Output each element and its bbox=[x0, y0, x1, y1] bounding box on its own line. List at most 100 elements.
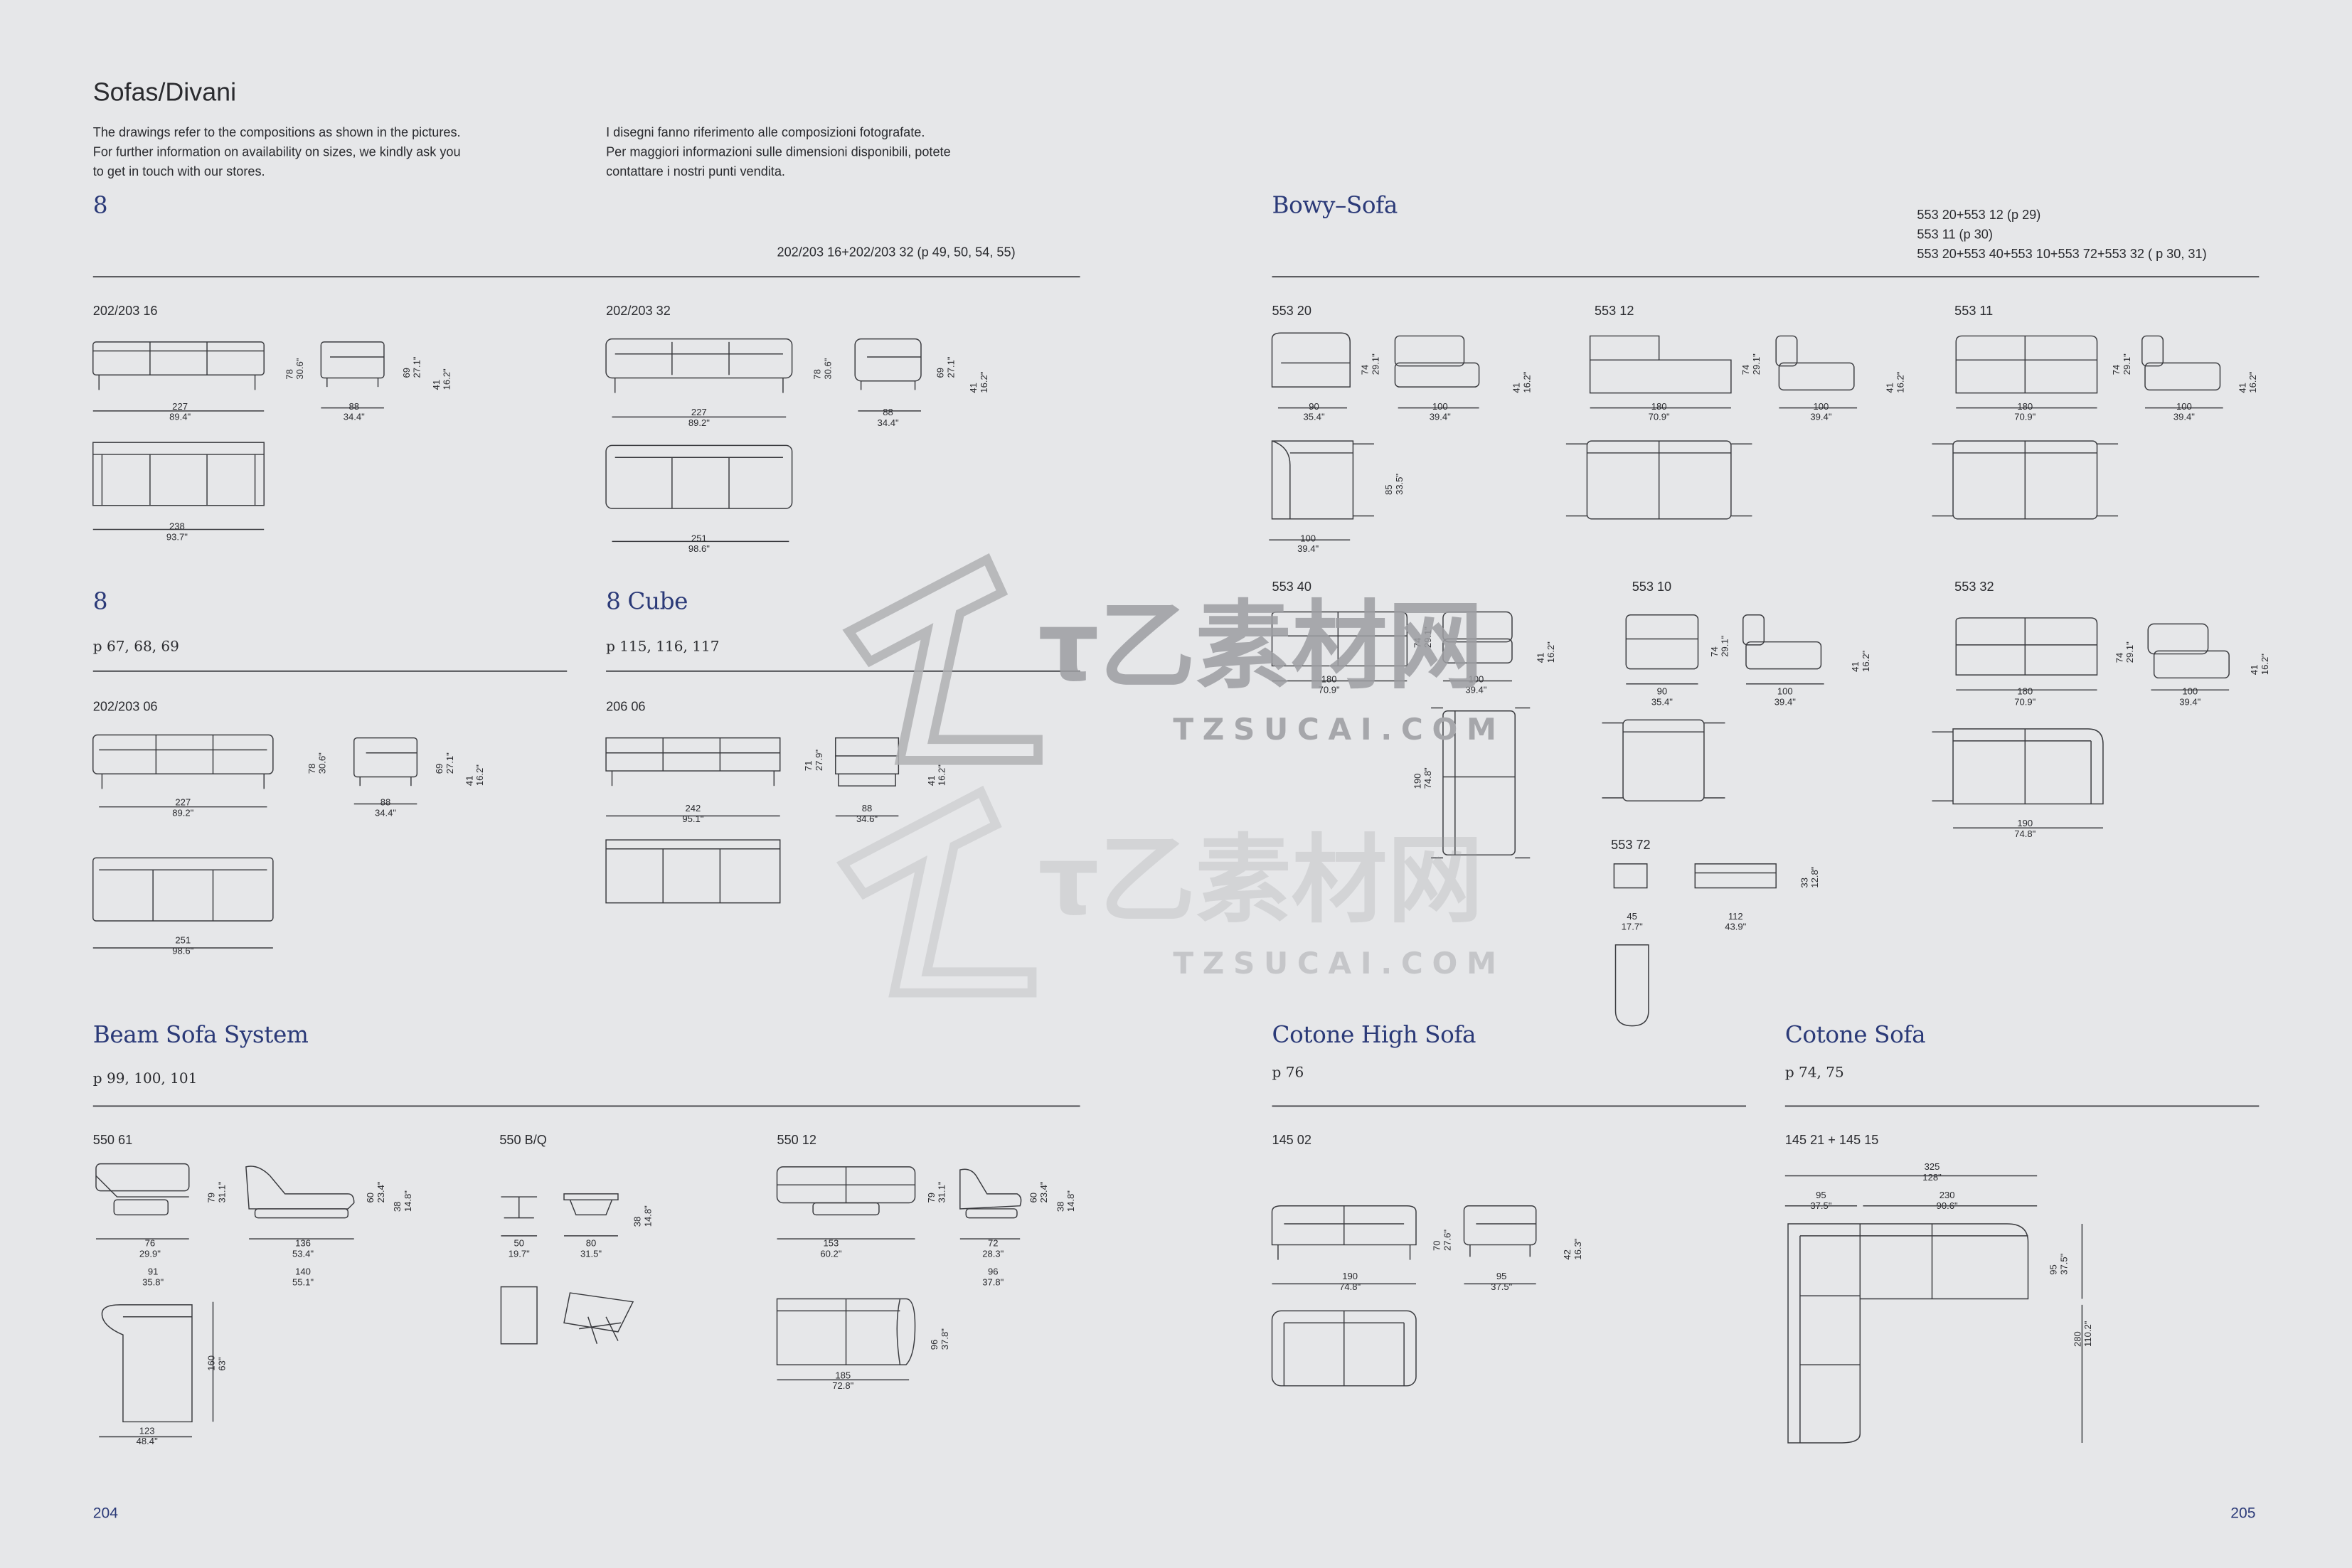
module-top-drawing bbox=[1932, 728, 2104, 828]
section-title-8-cube: 8 Cube bbox=[606, 587, 688, 615]
model-code: 550 B/Q bbox=[499, 1132, 547, 1148]
sofa-side-drawing bbox=[353, 737, 418, 805]
module-front-drawing bbox=[1955, 617, 2098, 690]
module-top-drawing bbox=[1269, 440, 1374, 541]
sofa-top-drawing bbox=[605, 444, 793, 543]
model-code: 145 21 + 145 15 bbox=[1784, 1132, 1879, 1148]
section-rule bbox=[92, 1105, 1080, 1107]
sofa-top-drawing bbox=[1271, 1310, 1417, 1387]
sofa-front-drawing bbox=[92, 734, 274, 808]
table-top-drawing bbox=[500, 1286, 634, 1345]
module-side-drawing bbox=[1742, 614, 1824, 685]
sofa-side-drawing bbox=[320, 341, 385, 409]
model-code: 202/203 06 bbox=[92, 698, 158, 714]
page-references: p 67, 68, 69 bbox=[92, 639, 179, 656]
module-front-drawing bbox=[1589, 335, 1732, 409]
intro-it-line: Per maggiori informazioni sulle dimensio… bbox=[606, 144, 951, 159]
model-code: 202/203 32 bbox=[606, 303, 671, 319]
ref-line: 553 20+553 12 (p 29) bbox=[1917, 207, 2041, 223]
watermark-logo-icon bbox=[834, 780, 1059, 1013]
ottoman-front-drawing bbox=[1613, 863, 1777, 889]
model-code: 145 02 bbox=[1272, 1132, 1311, 1148]
watermark-brand: τ乙素材网 bbox=[1038, 592, 1484, 704]
page-number-left: 204 bbox=[92, 1505, 118, 1522]
intro-it-line: I disegni fanno riferimento alle composi… bbox=[606, 124, 925, 140]
module-side-drawing bbox=[1775, 335, 1858, 409]
chaise-front-drawing bbox=[95, 1163, 190, 1239]
ref-line: 553 20+553 40+553 10+553 72+553 32 ( p 3… bbox=[1917, 245, 2207, 261]
sofa-top-drawing bbox=[776, 1298, 916, 1381]
model-code: 553 10 bbox=[1632, 579, 1672, 594]
sofa-top-drawing bbox=[92, 857, 274, 949]
intro-it-line: contattare i nostri punti vendita. bbox=[606, 163, 785, 178]
module-top-drawing bbox=[1431, 707, 1531, 859]
model-code: 553 20 bbox=[1272, 303, 1311, 319]
page-references: p 115, 116, 117 bbox=[606, 639, 720, 656]
sofa-side-drawing bbox=[959, 1168, 1022, 1239]
module-top-drawing bbox=[1602, 719, 1725, 801]
page-references: p 74, 75 bbox=[1784, 1065, 1844, 1082]
module-front-drawing bbox=[1955, 335, 2098, 409]
model-code: 553 32 bbox=[1954, 579, 1994, 594]
page-references: p 99, 100, 101 bbox=[92, 1070, 198, 1088]
sofa-front-drawing bbox=[92, 341, 265, 412]
model-code: 550 12 bbox=[777, 1132, 816, 1148]
page-references: p 76 bbox=[1272, 1065, 1304, 1082]
model-code: 553 72 bbox=[1611, 836, 1651, 852]
section-title-beam: Beam Sofa System bbox=[92, 1021, 309, 1049]
sofa-front-drawing bbox=[605, 338, 793, 418]
section-refs-bowy: 553 20+553 12 (p 29) 553 11 (p 30) 553 2… bbox=[1917, 206, 2206, 264]
chaise-side-drawing bbox=[245, 1166, 355, 1239]
model-code: 553 40 bbox=[1272, 579, 1311, 594]
module-side-drawing bbox=[2141, 335, 2223, 409]
section-title-cotone: Cotone Sofa bbox=[1784, 1021, 1926, 1049]
table-front-drawing bbox=[501, 1193, 619, 1237]
